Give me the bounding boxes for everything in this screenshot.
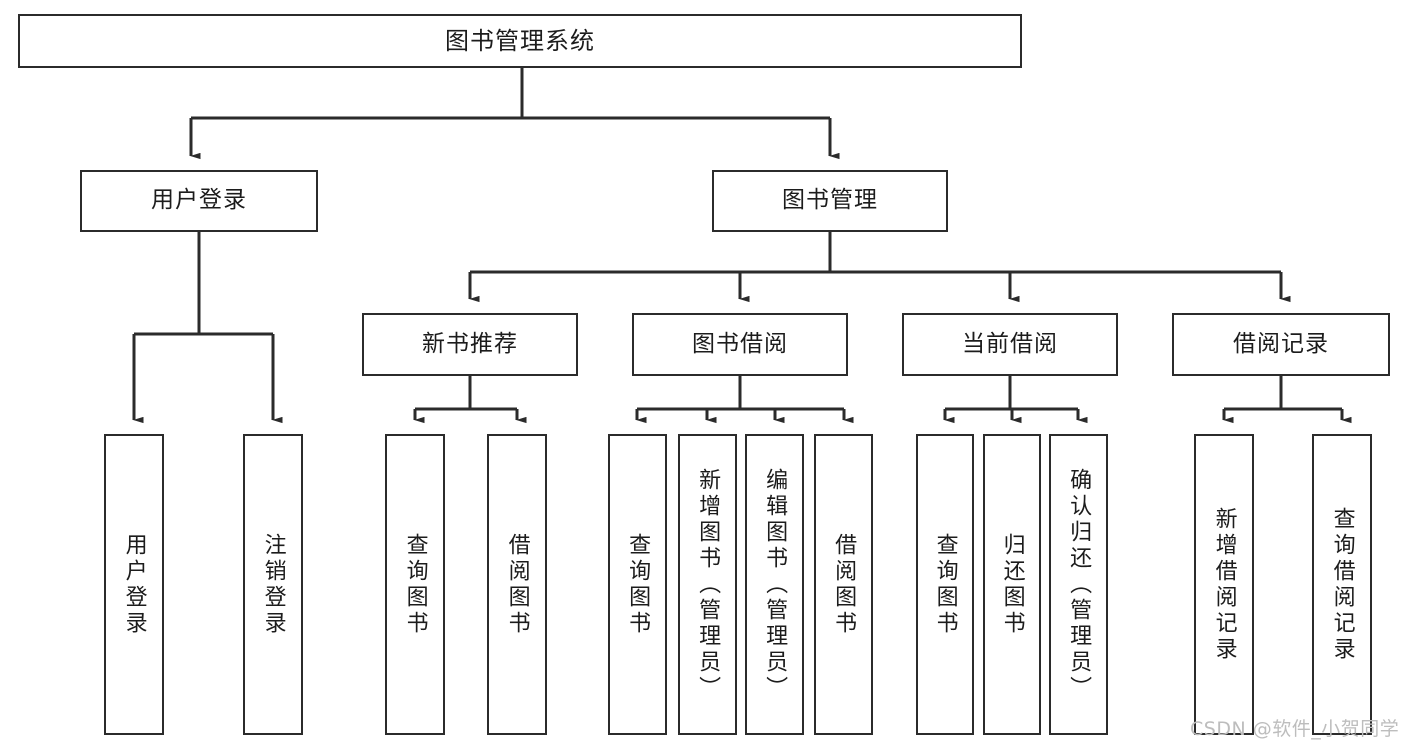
leaf-borrow-book-recommend[interactable]: 借阅图书 [487,434,547,735]
leaf-borrow-book[interactable]: 借阅图书 [814,434,873,735]
leaf-add-book-admin[interactable]: 新增图书（管理员） [678,434,737,735]
leaf-edit-book-admin[interactable]: 编辑图书（管理员） [745,434,804,735]
node-borrow-record[interactable]: 借阅记录 [1172,313,1390,376]
node-book-borrow[interactable]: 图书借阅 [632,313,848,376]
csdn-watermark: CSDN @软件_小贺同学 [1190,718,1400,740]
leaf-return-book[interactable]: 归还图书 [983,434,1041,735]
leaf-logout-login[interactable]: 注销登录 [243,434,303,735]
leaf-user-login[interactable]: 用户登录 [104,434,164,735]
leaf-query-book-current[interactable]: 查询图书 [916,434,974,735]
node-user-login[interactable]: 用户登录 [80,170,318,232]
leaf-query-book-recommend[interactable]: 查询图书 [385,434,445,735]
leaf-query-borrow-record[interactable]: 查询借阅记录 [1312,434,1372,735]
leaf-query-book-borrow[interactable]: 查询图书 [608,434,667,735]
node-book-management[interactable]: 图书管理 [712,170,948,232]
node-current-borrow[interactable]: 当前借阅 [902,313,1118,376]
leaf-add-borrow-record[interactable]: 新增借阅记录 [1194,434,1254,735]
node-new-book-recommend[interactable]: 新书推荐 [362,313,578,376]
node-root-system[interactable]: 图书管理系统 [18,14,1022,68]
leaf-confirm-return-admin[interactable]: 确认归还（管理员） [1049,434,1108,735]
